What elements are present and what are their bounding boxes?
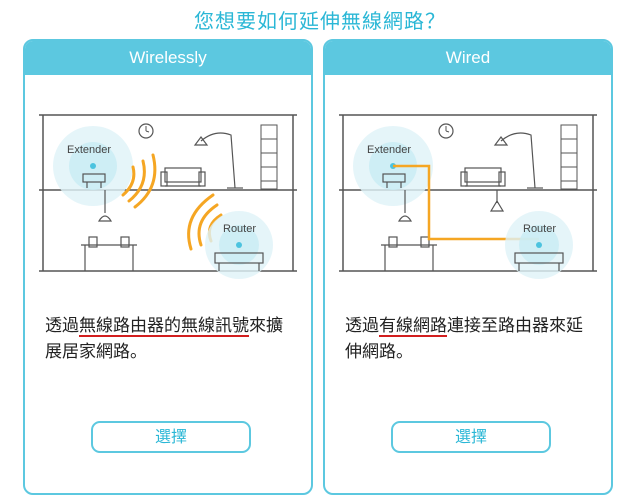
wireless-option-card: Wirelessly Extender — [23, 39, 313, 495]
tv-stand-icon — [514, 252, 564, 271]
select-wired-button[interactable]: 選擇 — [391, 421, 551, 453]
floor-lamp-icon — [493, 132, 543, 189]
floor-lamp-icon — [193, 132, 243, 189]
extender-label: Extender — [67, 144, 111, 156]
description-highlight: 有線網路 — [379, 316, 447, 336]
dining-table-icon — [381, 236, 437, 271]
wired-option-card: Wired Extender — [323, 39, 613, 495]
clock-icon — [438, 123, 454, 139]
description-suffix: 來擴展居家網路。 — [45, 316, 283, 362]
card-title: Wirelessly — [25, 41, 311, 75]
option-description: 透過無線路由器的無線訊號來擴展居家網路。 — [45, 313, 295, 365]
bookshelf-icon — [560, 124, 578, 190]
pendant-lamp-icon — [397, 190, 413, 222]
description-suffix: 連接至路由器來延伸網路。 — [345, 316, 583, 362]
extender-device-icon — [90, 163, 96, 169]
router-label: Router — [523, 223, 556, 235]
hanging-lamp-icon — [489, 190, 505, 212]
wired-illustration: Extender — [339, 114, 597, 279]
dining-table-icon — [81, 236, 137, 271]
router-label: Router — [223, 223, 256, 235]
card-title: Wired — [325, 41, 611, 75]
clock-icon — [138, 123, 154, 139]
description-prefix: 透過 — [45, 316, 79, 336]
pendant-lamp-icon — [97, 190, 113, 222]
select-wireless-button[interactable]: 選擇 — [91, 421, 251, 453]
option-description: 透過有線網路連接至路由器來延伸網路。 — [345, 313, 595, 365]
router-device-icon — [236, 242, 242, 248]
wifi-signal-icon — [121, 153, 157, 209]
tv-stand-icon — [214, 252, 264, 271]
extender-label: Extender — [367, 144, 411, 156]
wireless-illustration: Extender — [39, 114, 297, 279]
page-title: 您想要如何延伸無線網路？ — [194, 9, 446, 33]
sofa-icon — [460, 167, 506, 187]
bookshelf-icon — [260, 124, 278, 190]
ethernet-cable — [393, 164, 539, 241]
description-prefix: 透過 — [345, 316, 379, 336]
router-device-icon — [536, 242, 542, 248]
sofa-icon — [160, 167, 206, 187]
description-highlight: 無線路由器的無線訊號 — [79, 316, 249, 336]
